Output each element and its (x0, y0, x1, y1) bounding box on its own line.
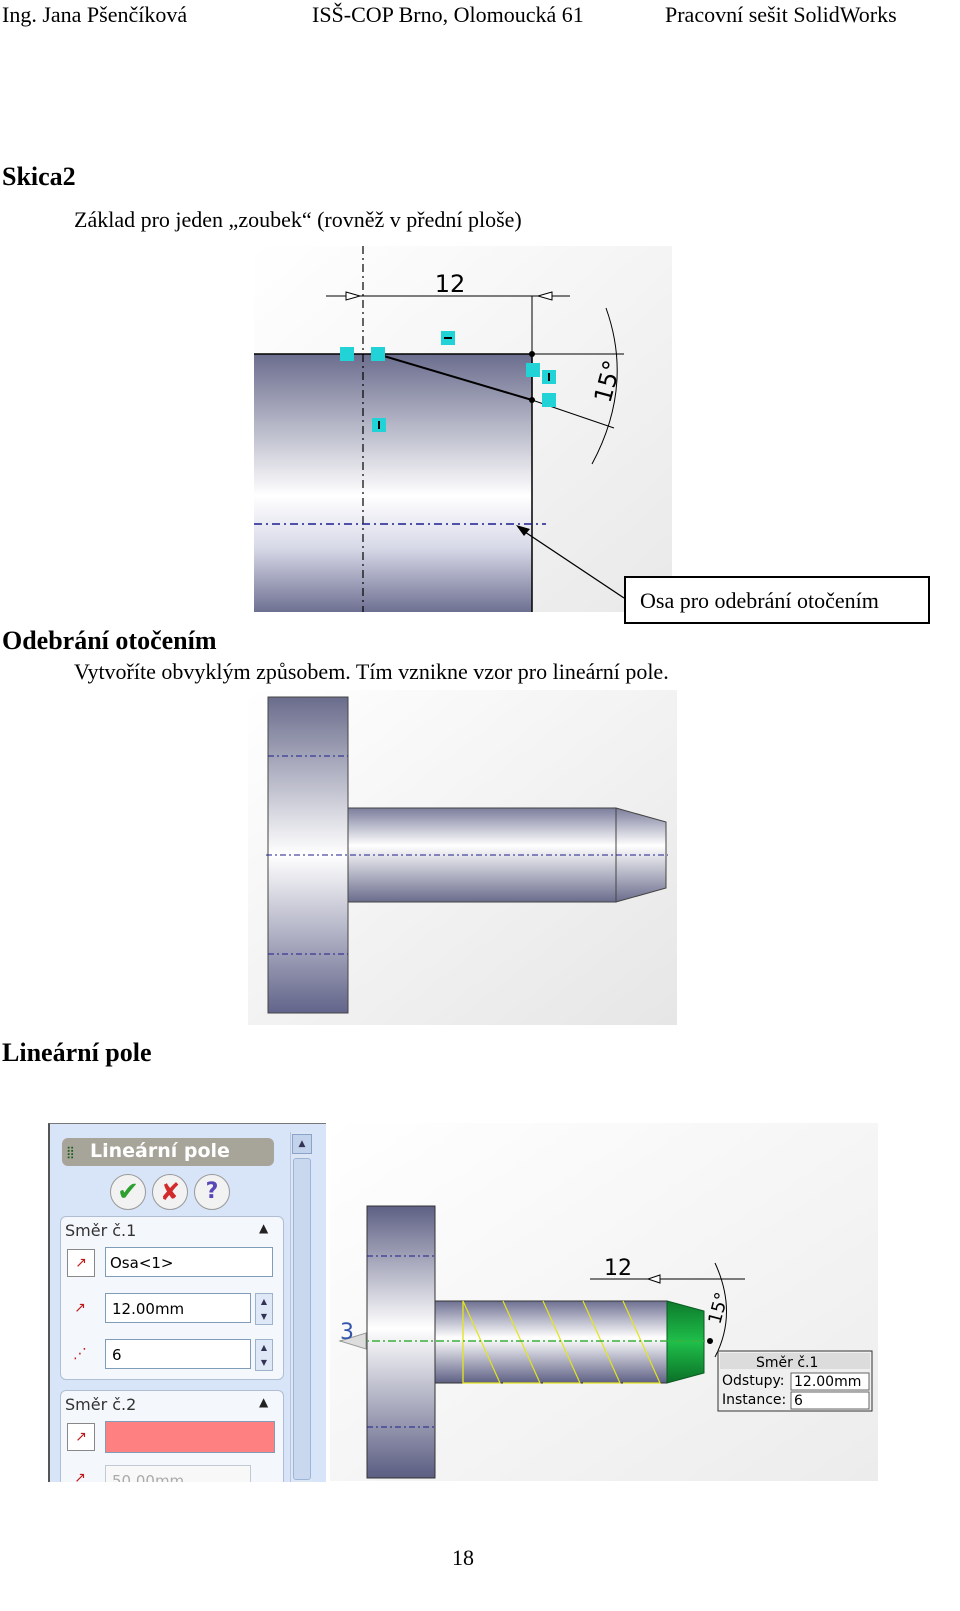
scroll-up-button[interactable]: ▲ (292, 1134, 312, 1154)
spacing-icon: ↗ (74, 1470, 86, 1482)
flange (366, 1205, 436, 1479)
property-manager: ⣿ Lineární pole ✔ ✘ ? Směr č.1 ▲ ↗ Osa<1… (48, 1123, 326, 1482)
dir2-spacing-field[interactable]: 50.00mm (105, 1465, 251, 1482)
header-school: ISŠ-COP Brno, Olomoucká 61 (312, 2, 584, 27)
section-title-revolve: Odebrání otočením (2, 626, 217, 655)
axis-field[interactable]: Osa<1> (105, 1247, 273, 1277)
spacing-spinner[interactable]: ▲▼ (255, 1293, 273, 1325)
page-number: 18 (452, 1545, 474, 1570)
pm-title: Lineární pole (90, 1140, 230, 1162)
revolve-description: Vytvoříte obvyklým způsobem. Tím vznikne… (74, 659, 669, 684)
dim-arrow (646, 1274, 661, 1284)
section-title-sketch: Skica2 (2, 162, 76, 191)
tooth-preview (666, 1300, 705, 1384)
instances-field[interactable]: 6 (105, 1339, 251, 1369)
scroll-thumb[interactable] (293, 1158, 311, 1480)
dir2-label: Směr č.2 (65, 1395, 137, 1414)
direction-icon[interactable]: ↗ (67, 1423, 95, 1451)
leader-arrow (516, 525, 530, 536)
sketch-point (707, 1338, 713, 1344)
pm-title-bar: ⣿ Lineární pole (62, 1138, 274, 1166)
dir1-label: Směr č.1 (65, 1221, 137, 1240)
pattern-instances (462, 1300, 661, 1384)
header-author: Ing. Jana Pšenčíková (2, 2, 188, 27)
tooth-line (376, 353, 533, 401)
scrollbar[interactable]: ▲ (290, 1132, 312, 1482)
dir2-axis-field[interactable] (105, 1421, 275, 1453)
dim-length-label: 12 (435, 270, 466, 298)
revolve-figure (248, 690, 677, 1025)
sketch-description: Základ pro jeden „zoubek“ (rovněž v před… (74, 207, 522, 232)
preview-dim: 12 (604, 1256, 632, 1281)
pattern-icon: ⣿ (66, 1145, 75, 1159)
angle-arc (591, 307, 618, 465)
direction-arrow (338, 1332, 367, 1350)
dir1-group: Směr č.1 ▲ ↗ Osa<1> ↗ 12.00mm ▲▼ ⋰ 6 ▲▼ (60, 1216, 284, 1380)
spacing-field[interactable]: 12.00mm (105, 1293, 251, 1323)
relation-markers (340, 331, 556, 432)
pattern-tooltip: Směr č.1 Odstupy: 12.00mm Instance: 6 (717, 1350, 873, 1412)
angle-arc (714, 1262, 727, 1358)
shaft (434, 1300, 668, 1384)
tooltip-title: Směr č.1 (756, 1355, 818, 1371)
tooltip-spacing-value: 12.00mm (794, 1374, 861, 1390)
dir2-group: Směr č.2 ▲ ↗ ↗ 50.00mm (60, 1390, 284, 1482)
dim-arrow (536, 291, 553, 301)
instances-spinner[interactable]: ▲▼ (255, 1339, 273, 1371)
sketch-figure: 12 15° (254, 246, 672, 612)
axis-callout: Osa pro odebrání otočením (624, 576, 930, 624)
spacing-icon: ↗ (74, 1300, 86, 1316)
cancel-button[interactable]: ✘ (152, 1174, 188, 1210)
help-button[interactable]: ? (194, 1174, 230, 1210)
callout-leader (518, 527, 625, 599)
header-workbook: Pracovní sešit SolidWorks (665, 2, 897, 27)
tooltip-instance-value: 6 (794, 1393, 803, 1409)
preview-count: 3 (340, 1320, 354, 1345)
collapse-icon[interactable]: ▲ (259, 1395, 269, 1409)
ok-button[interactable]: ✔ (110, 1174, 146, 1210)
pattern-preview: 3 12 15° Směr č.1 Odstupy: 12.00mm Insta… (330, 1123, 878, 1481)
collapse-icon[interactable]: ▲ (259, 1221, 269, 1235)
part-body (254, 354, 532, 612)
dim-arrow (345, 291, 362, 301)
section-title-pattern: Lineární pole (2, 1038, 152, 1067)
instances-icon: ⋰ (73, 1346, 87, 1362)
direction-icon[interactable]: ↗ (67, 1249, 95, 1277)
tooltip-spacing-label: Odstupy: (722, 1373, 784, 1389)
tooltip-instance-label: Instance: (722, 1392, 786, 1408)
